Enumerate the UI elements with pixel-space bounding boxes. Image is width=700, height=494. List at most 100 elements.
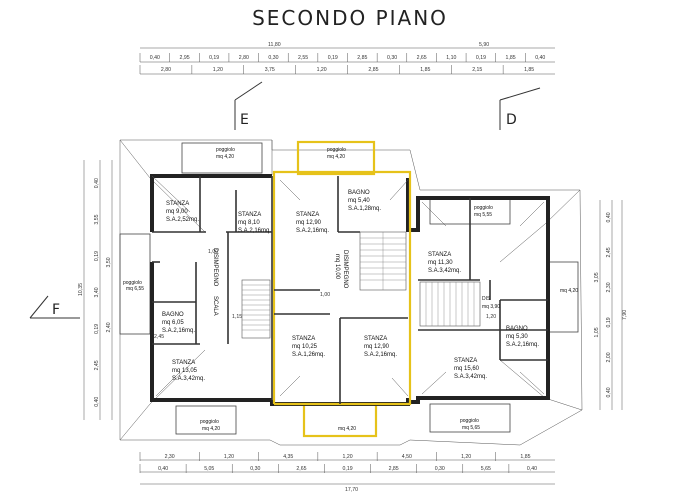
right-dimensions: 7,90 0,402,452,300,192,000,40 3,051,05 bbox=[594, 200, 628, 410]
room-name: STANZA bbox=[238, 212, 261, 218]
room-area: mq 13,05 bbox=[172, 368, 198, 374]
room-name: STANZA bbox=[428, 252, 451, 258]
dim-top-segment: 0,40 bbox=[150, 55, 160, 61]
balcony-area: mq 4,20 bbox=[338, 426, 356, 432]
dim-right-segment: 0,40 bbox=[606, 387, 612, 397]
dim-top-segment: 1,85 bbox=[524, 67, 534, 73]
dim-top-segment: 2,80 bbox=[239, 55, 249, 61]
room-area: mq 8,10 bbox=[238, 220, 260, 226]
stairs-left bbox=[241, 279, 271, 339]
balcony-bottom-right: poggiolo mq 5,65 bbox=[429, 403, 511, 433]
room-sa: S.A.2,16mq. bbox=[238, 228, 271, 234]
room-name: BAGNO bbox=[348, 190, 370, 196]
room-area: mq 5,40 bbox=[348, 198, 370, 204]
room-area: mq 15,60 bbox=[454, 366, 480, 372]
label-disimpegno-left: DISIMPEGNO bbox=[212, 248, 218, 287]
room-sa: S.A.3,42mq. bbox=[428, 268, 461, 274]
roof-outline bbox=[119, 139, 583, 446]
dim-left-segment: 0,19 bbox=[94, 324, 100, 334]
interior-walls bbox=[152, 176, 548, 404]
drawing-title: SECONDO PIANO bbox=[252, 6, 448, 30]
dim-bottom-segment: 1,20 bbox=[461, 454, 471, 460]
dim-top-segment: 1,85 bbox=[420, 67, 430, 73]
dim-top-segment: 0,30 bbox=[268, 55, 278, 61]
dim-left-total: 10,35 bbox=[78, 283, 84, 296]
balcony-area: mq 4,20 bbox=[327, 154, 345, 160]
dim-top-segment: 0,30 bbox=[387, 55, 397, 61]
dim-top-segment: 1,10 bbox=[446, 55, 456, 61]
dim-inner-b: 1,00 bbox=[320, 292, 330, 298]
dim-top-total-right: 5,90 bbox=[479, 42, 489, 48]
dim-bottom-segment: 5,65 bbox=[481, 466, 491, 472]
dim-bottom-segment: 2,30 bbox=[165, 454, 175, 460]
room-stanza-e: STANZA mq 10,25 S.A.1,26mq. bbox=[292, 336, 325, 358]
label-disimpegno-center-area: mq 10,00 bbox=[334, 254, 340, 280]
balcony-label: poggiolo bbox=[474, 205, 493, 211]
balcony-area: mq 6,55 bbox=[126, 286, 144, 292]
balcony-label: poggiolo bbox=[123, 280, 142, 286]
section-label-e: E bbox=[240, 112, 249, 128]
dim-left-segment: 0,40 bbox=[94, 397, 100, 407]
balcony-bottom-center: mq 4,20 bbox=[302, 402, 378, 438]
dim-inner-c: 1,15 bbox=[232, 314, 242, 320]
room-stanza-f: STANZA mq 12,90 S.A.2,16mq. bbox=[364, 336, 397, 358]
dim-left-segment: 0,40 bbox=[94, 178, 100, 188]
balcony-label: poggiolo bbox=[216, 147, 235, 153]
dim-bottom-segment: 1,20 bbox=[224, 454, 234, 460]
stairs-center bbox=[359, 231, 407, 291]
dim-bottom-segment: 0,40 bbox=[158, 466, 168, 472]
room-area: mq 11,30 bbox=[428, 260, 453, 266]
balcony-top-left: poggiolo mq 4,20 bbox=[181, 142, 263, 174]
room-name: BAGNO bbox=[506, 326, 528, 332]
room-name: STANZA bbox=[364, 336, 387, 342]
dim-top-segment: 0,19 bbox=[328, 55, 338, 61]
dim-top-segment: 2,80 bbox=[161, 67, 171, 73]
section-mark-e: E bbox=[234, 81, 263, 130]
balcony-label: poggiolo bbox=[327, 147, 346, 153]
dim-right-segment: 2,45 bbox=[606, 247, 612, 257]
balcony-right: mq 4,20 bbox=[547, 261, 579, 333]
dim-right-segment: 2,30 bbox=[606, 282, 612, 292]
room-stanza-h: STANZA mq 15,60 S.A.3,42mq. bbox=[454, 358, 487, 380]
room-area: mq 10,25 bbox=[292, 344, 318, 350]
section-mark-d: D bbox=[499, 87, 541, 130]
room-name: STANZA bbox=[296, 212, 319, 218]
balcony-area: mq 5,55 bbox=[474, 212, 492, 218]
room-area: mq 3,90 bbox=[482, 304, 500, 310]
balcony-area: mq 4,20 bbox=[560, 288, 578, 294]
room-sa: S.A.2,16mq. bbox=[296, 228, 329, 234]
dim-bottom-segment: 0,30 bbox=[250, 466, 260, 472]
room-name: BAGNO bbox=[162, 312, 184, 318]
dim-bottom-segment: 1,85 bbox=[520, 454, 530, 460]
dim-left-segment: 3,55 bbox=[94, 214, 100, 224]
dim-top-segment: 2,15 bbox=[472, 67, 482, 73]
section-label-f: F bbox=[52, 302, 60, 318]
room-name: STANZA bbox=[454, 358, 477, 364]
dim-top-segment: 0,19 bbox=[209, 55, 219, 61]
balcony-area: mq 4,20 bbox=[202, 426, 220, 432]
room-sa: S.A.3,42mq. bbox=[454, 374, 487, 380]
dim-right-total: 7,90 bbox=[622, 310, 628, 320]
dim-top-segment: 0,40 bbox=[535, 55, 545, 61]
room-sa: S.A.2,52mq. bbox=[166, 217, 199, 223]
dim-inner-e: 1,20 bbox=[486, 314, 496, 320]
left-dimensions: 10,35 0,403,550,193,400,192,450,40 3,502… bbox=[78, 160, 113, 420]
room-bagno-center: BAGNO mq 5,40 S.A.1,28mq. bbox=[348, 190, 381, 212]
dim-bottom-segment: 5,05 bbox=[204, 466, 214, 472]
balcony-top-center: poggiolo mq 4,20 bbox=[296, 140, 376, 176]
dim-left-segment: 3,50 bbox=[106, 257, 112, 267]
room-area: mq 12,90 bbox=[364, 344, 390, 350]
roof-slope-lines bbox=[151, 175, 545, 397]
section-label-d: D bbox=[506, 112, 517, 128]
room-name: STANZA bbox=[172, 360, 195, 366]
dim-top-segment: 0,19 bbox=[476, 55, 486, 61]
dim-left-segment: 3,40 bbox=[94, 287, 100, 297]
room-area: mq 12,90 bbox=[296, 220, 322, 226]
room-stanza-c: STANZA mq 13,05 S.A.3,42mq. bbox=[172, 360, 205, 382]
dim-top-segment: 1,20 bbox=[317, 67, 327, 73]
dim-bottom-segment: 0,30 bbox=[435, 466, 445, 472]
dim-right-segment: 0,40 bbox=[606, 212, 612, 222]
